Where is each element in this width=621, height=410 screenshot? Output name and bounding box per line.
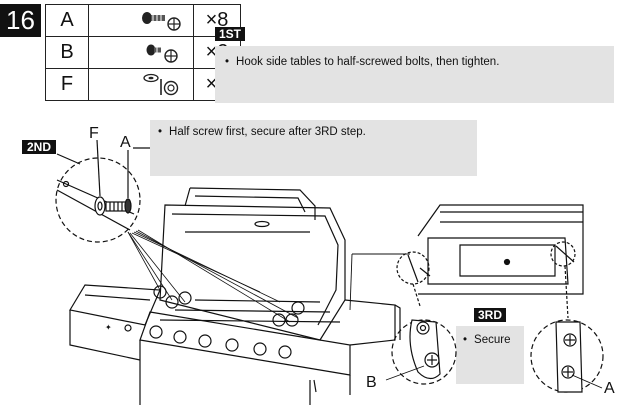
step-2nd-note: • Half screw first, secure after 3RD step… (150, 120, 477, 176)
step-2nd-tag: 2ND (22, 140, 56, 154)
bullet: • (463, 334, 468, 346)
zoom-detail-a (530, 265, 604, 393)
step-2nd-text: Half screw first, secure after 3RD step. (169, 126, 366, 138)
step-1st-text: Hook side tables to half-screwed bolts, … (236, 56, 500, 68)
detail-circle-2nd (55, 139, 150, 243)
grill-body: ✦ (69, 187, 401, 405)
right-detail-view (396, 204, 584, 295)
small-screw-icon (88, 36, 194, 69)
part-letter: B (45, 36, 89, 69)
callout-a-label: A (120, 134, 131, 151)
bullet: • (158, 126, 163, 138)
step-3rd-note: • Secure (456, 326, 524, 384)
step-number: 16 (0, 4, 41, 37)
callout-b-label: B (366, 374, 377, 391)
callout-f-label: F (89, 125, 99, 142)
callout-a-bottom-label: A (604, 380, 615, 397)
washer-icon (88, 68, 194, 101)
step-3rd-text: Secure (474, 334, 511, 346)
zoom-detail-b (385, 283, 457, 385)
step-1st-note: • Hook side tables to half-screwed bolts,… (215, 46, 614, 103)
part-letter: A (45, 4, 89, 37)
part-letter: F (45, 68, 89, 101)
leader-lines (127, 229, 299, 323)
svg-text:✦: ✦ (105, 323, 112, 332)
step-3rd-tag: 3RD (474, 308, 506, 322)
step-1st-tag: 1ST (215, 27, 245, 41)
bullet: • (225, 56, 230, 68)
